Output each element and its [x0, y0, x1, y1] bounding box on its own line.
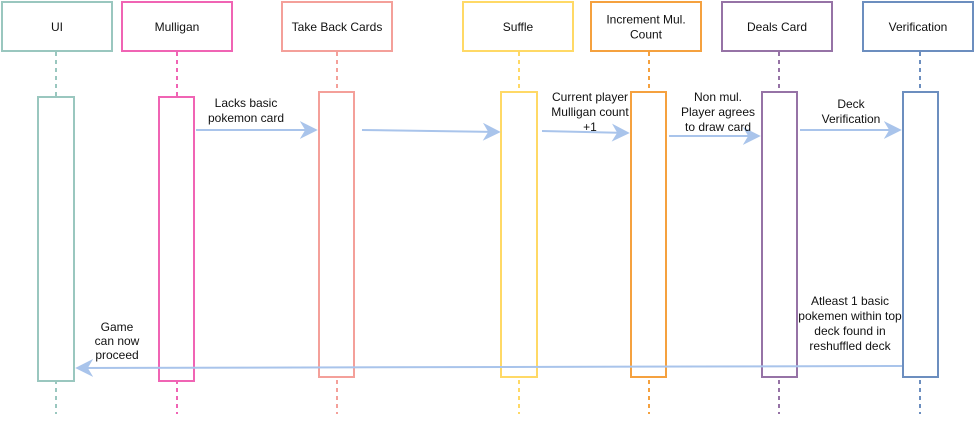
verification-activation-bar	[902, 91, 939, 378]
deals-activation-bar	[761, 91, 798, 378]
label-game-proceed: Atleast 1 basic	[811, 294, 889, 308]
label-game-proceed: deck found in	[814, 324, 885, 338]
participant-ui: UI	[1, 1, 113, 414]
arrow-game-proceed	[75, 358, 903, 377]
mulligan-header-box	[121, 1, 233, 52]
increment-header-label: Count	[630, 28, 663, 42]
ui-header-label: UI	[51, 20, 63, 34]
label-game-label: can now	[95, 334, 140, 348]
participant-increment-mul-count: Increment Mul.Count	[590, 1, 702, 414]
mulligan-activation-bar	[158, 96, 195, 382]
label-mulligan-count: Current player	[552, 90, 628, 104]
label-non-mul: to draw card	[685, 120, 751, 134]
label-non-mul: Player agrees	[681, 105, 755, 119]
label-game-label: Game	[101, 320, 134, 334]
mulligan-header-label: Mulligan	[155, 20, 200, 34]
take-back-header-box	[281, 1, 393, 52]
label-mulligan-count: Mulligan count	[551, 105, 629, 119]
participant-suffle: Suffle	[462, 1, 574, 414]
take-back-activation-bar	[318, 91, 355, 378]
label-lacks-basic: pokemon card	[208, 111, 284, 125]
arrow-to-shuffle	[361, 122, 501, 141]
deals-header-label: Deals Card	[747, 20, 807, 34]
label-game-label: proceed	[95, 348, 138, 362]
deals-header-box	[721, 1, 833, 52]
participant-verification: Verification	[862, 1, 974, 414]
arrow-mulligan-count	[541, 123, 630, 142]
label-game-proceed: pokemen within top	[798, 309, 902, 323]
ui-activation-bar	[37, 96, 75, 382]
label-non-mul: Non mul.	[694, 90, 742, 104]
label-deck-verification: Verification	[822, 112, 881, 126]
verification-header-box	[862, 1, 974, 52]
message-arrows	[75, 121, 903, 377]
ui-header-box	[1, 1, 113, 52]
increment-header-label: Increment Mul.	[606, 13, 685, 27]
shuffle-activation-bar	[500, 91, 538, 378]
verification-header-label: Verification	[889, 20, 948, 34]
participant-take-back-cards: Take Back Cards	[281, 1, 393, 414]
increment-activation-bar	[630, 91, 667, 378]
participant-deals-card: Deals Card	[721, 1, 833, 414]
shuffle-header-box	[462, 1, 574, 52]
label-deck-verification: Deck	[837, 97, 865, 111]
participant-mulligan: Mulligan	[121, 1, 233, 414]
label-mulligan-count: +1	[583, 120, 597, 134]
take-back-header-label: Take Back Cards	[292, 20, 383, 34]
label-lacks-basic: Lacks basic	[215, 96, 278, 110]
label-game-proceed: reshuffled deck	[809, 339, 891, 353]
increment-header-box	[590, 1, 702, 52]
shuffle-header-label: Suffle	[503, 20, 534, 34]
